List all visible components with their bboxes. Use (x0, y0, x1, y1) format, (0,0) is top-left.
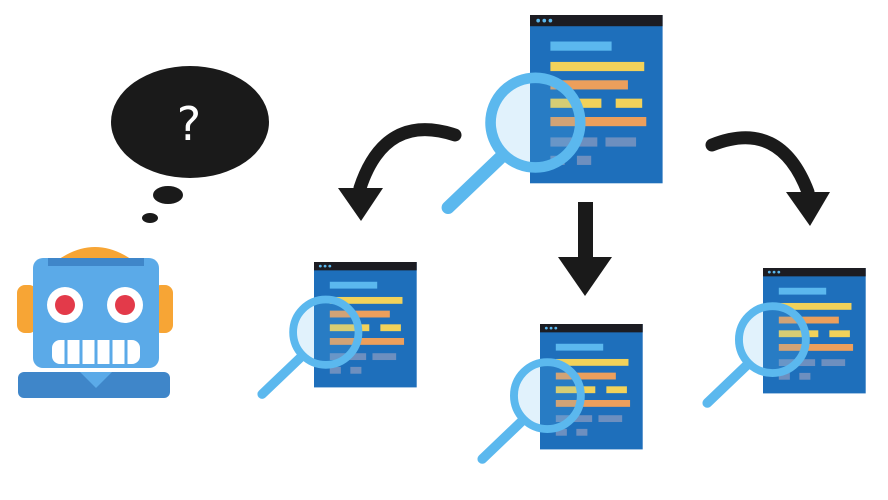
thought-bubble-icon: ? (111, 66, 269, 223)
question-mark: ? (177, 97, 201, 151)
down-arrow-icon (558, 202, 612, 296)
curved-arrow-icon (712, 138, 830, 226)
curved-arrow-icon (338, 130, 455, 221)
document-search-icon (482, 324, 642, 459)
document-search-icon (262, 262, 417, 394)
document-search-icon (448, 15, 663, 208)
document-search-icon (707, 268, 865, 403)
robot-icon (17, 247, 173, 398)
